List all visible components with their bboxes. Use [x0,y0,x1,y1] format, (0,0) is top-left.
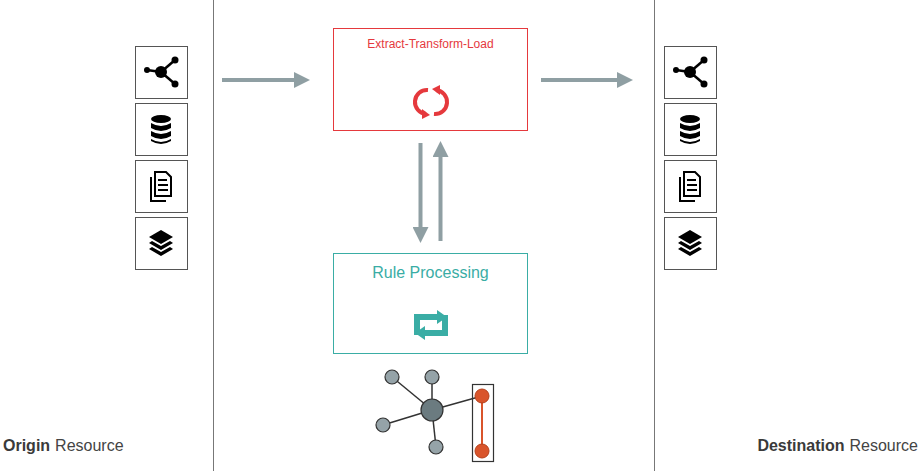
refresh-icon [411,84,451,120]
resource-label: Destination [757,437,844,455]
resource-label: Resource [850,437,918,455]
resource-label: Resource [55,437,123,455]
resource-label: Origin [3,437,50,455]
flow-arrow [439,149,443,241]
flow-arrow [419,143,423,235]
process-box: Rule Processing [333,253,528,354]
box-title: Rule Processing [334,264,527,282]
box-title: Extract-Transform-Load [334,37,527,51]
process-box: Extract-Transform-Load [333,28,528,131]
cycle-icon [411,307,451,343]
